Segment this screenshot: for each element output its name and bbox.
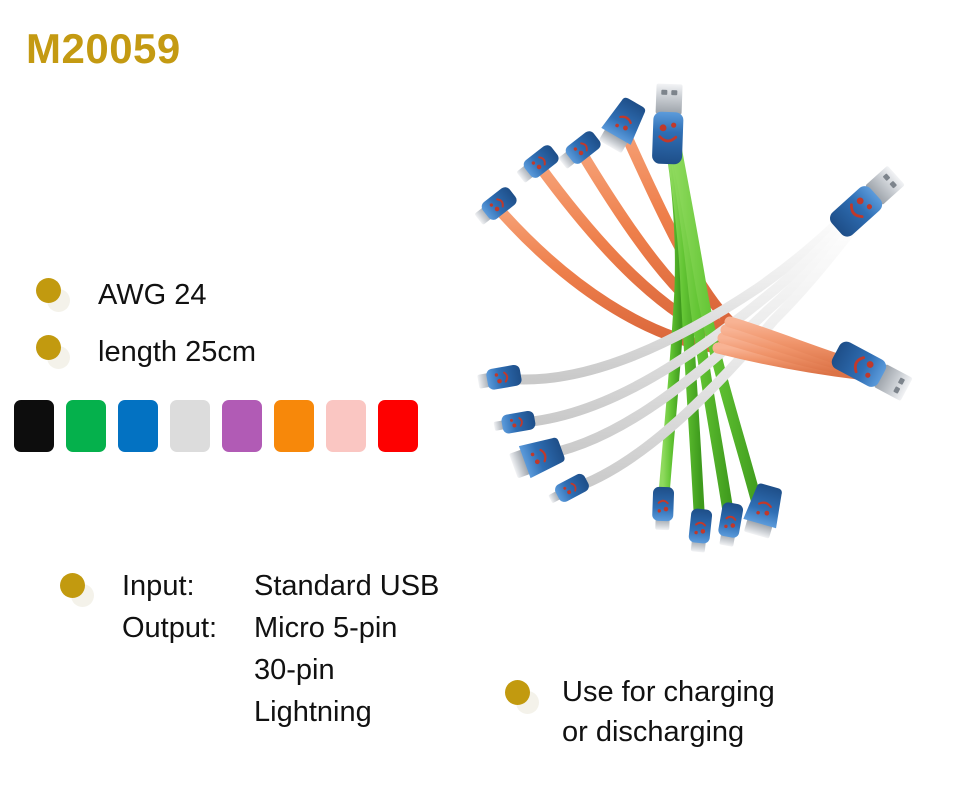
io-input-label: Input: [122, 570, 195, 602]
spec-label-awg: AWG 24 [98, 279, 207, 311]
product-photo [418, 38, 961, 583]
io-input-value: Standard USB [254, 570, 440, 602]
spec-label-length: length 25cm [98, 336, 256, 368]
color-swatch-blue[interactable] [118, 400, 158, 452]
io-spec-body: Input: Standard USB Output: Micro 5-pin … [122, 565, 462, 733]
bullet-marker-icon [36, 278, 70, 312]
usage-text: Use for charging or discharging [562, 672, 862, 752]
color-swatch-red[interactable] [378, 400, 418, 452]
bullet-marker-icon [505, 680, 539, 714]
cable-salmon [712, 316, 916, 405]
cable-green [650, 82, 788, 554]
bullet-marker-icon [60, 573, 94, 607]
usage-line-1: Use for charging [562, 676, 775, 708]
color-swatch-green[interactable] [66, 400, 106, 452]
cable-assembly-illustration [471, 82, 916, 554]
color-swatch-black[interactable] [14, 400, 54, 452]
io-output-value-lightning: Lightning [254, 696, 372, 728]
color-swatch-silver[interactable] [170, 400, 210, 452]
io-output-label: Output: [122, 612, 218, 644]
color-swatch-purple[interactable] [222, 400, 262, 452]
io-row-output: Output: Micro 5-pin 30-pin Lightning [122, 607, 462, 733]
usage-line-2: or discharging [562, 716, 745, 748]
product-code: M20059 [26, 25, 181, 72]
color-swatch-strip [14, 400, 418, 452]
color-swatch-orange[interactable] [274, 400, 314, 452]
bullet-marker-icon [36, 335, 70, 369]
io-output-value-micro: Micro 5-pin [254, 612, 398, 644]
io-output-value-30pin: 30-pin [254, 654, 335, 686]
io-output-values: Micro 5-pin 30-pin Lightning [254, 607, 462, 733]
io-row-input: Input: Standard USB [122, 565, 462, 607]
color-swatch-pink[interactable] [326, 400, 366, 452]
